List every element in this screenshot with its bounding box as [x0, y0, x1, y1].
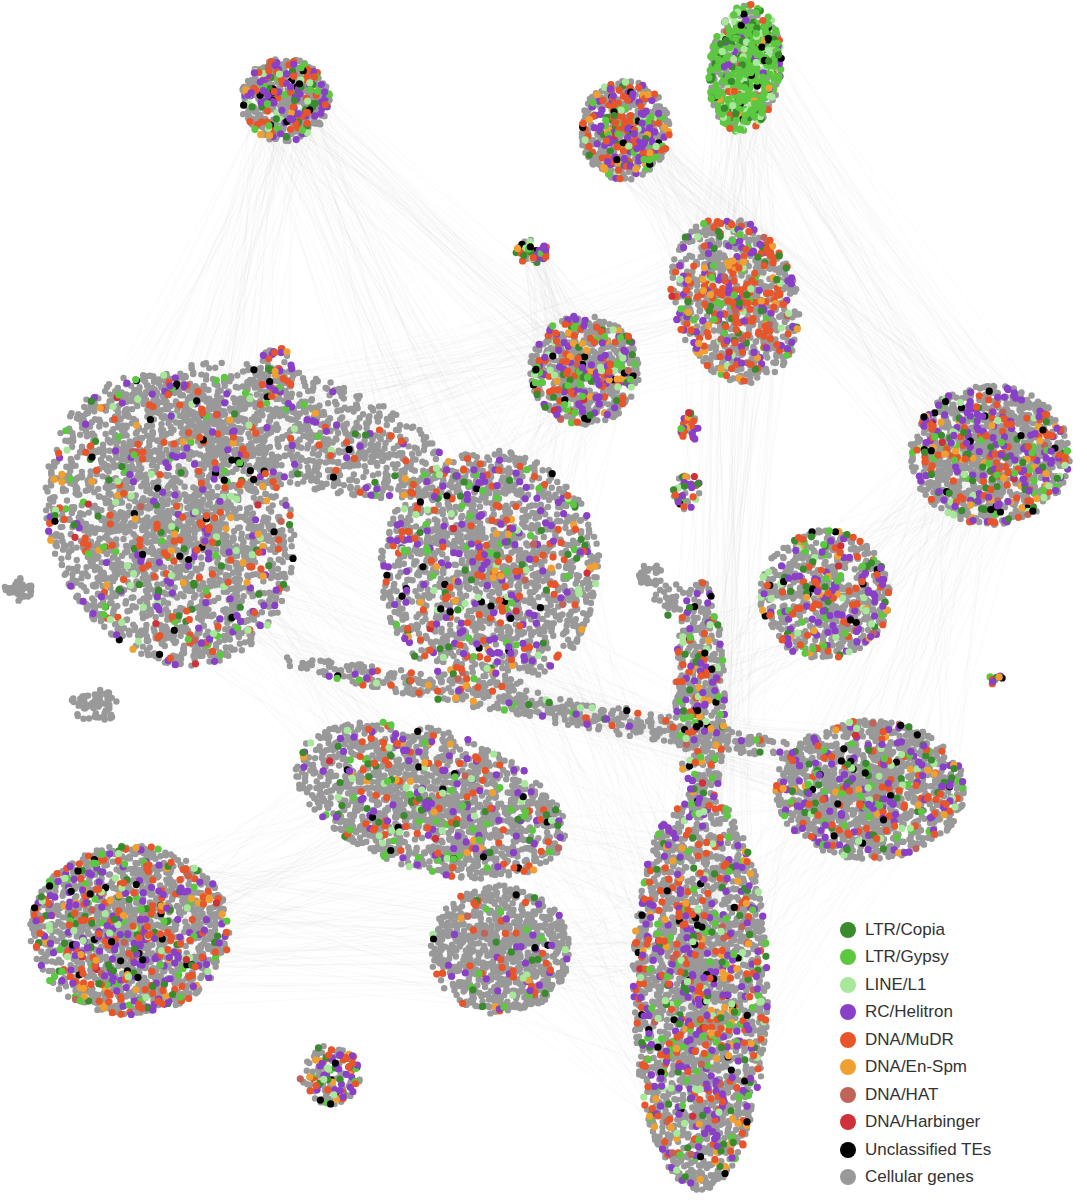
legend-swatch [840, 922, 856, 938]
legend-label: DNA/Harbinger [865, 1112, 980, 1132]
legend-row: RC/Helitron [840, 999, 991, 1027]
legend-swatch [840, 1004, 856, 1020]
legend-row: Cellular genes [840, 1164, 991, 1192]
legend-row: LTR/Gypsy [840, 944, 991, 972]
legend-label: Cellular genes [865, 1167, 974, 1187]
legend-label: DNA/MuDR [865, 1030, 954, 1050]
legend-swatch [840, 1032, 856, 1048]
legend-swatch [840, 1169, 856, 1185]
legend-row: Unclassified TEs [840, 1136, 991, 1164]
legend-swatch [840, 1087, 856, 1103]
legend: LTR/CopiaLTR/GypsyLINE/L1RC/HelitronDNA/… [834, 912, 999, 1195]
legend-label: Unclassified TEs [865, 1140, 991, 1160]
legend-row: DNA/HAT [840, 1081, 991, 1109]
legend-swatch [840, 977, 856, 993]
legend-row: DNA/MuDR [840, 1026, 991, 1054]
legend-row: DNA/Harbinger [840, 1109, 991, 1137]
legend-row: LTR/Copia [840, 916, 991, 944]
legend-label: RC/Helitron [865, 1002, 953, 1022]
legend-swatch [840, 1114, 856, 1130]
legend-row: LINE/L1 [840, 971, 991, 999]
legend-label: DNA/HAT [865, 1085, 938, 1105]
legend-label: LTR/Copia [865, 920, 945, 940]
legend-label: DNA/En-Spm [865, 1057, 967, 1077]
legend-swatch [840, 949, 856, 965]
legend-row: DNA/En-Spm [840, 1054, 991, 1082]
legend-swatch [840, 1142, 856, 1158]
legend-label: LTR/Gypsy [865, 947, 949, 967]
legend-label: LINE/L1 [865, 975, 926, 995]
legend-swatch [840, 1059, 856, 1075]
